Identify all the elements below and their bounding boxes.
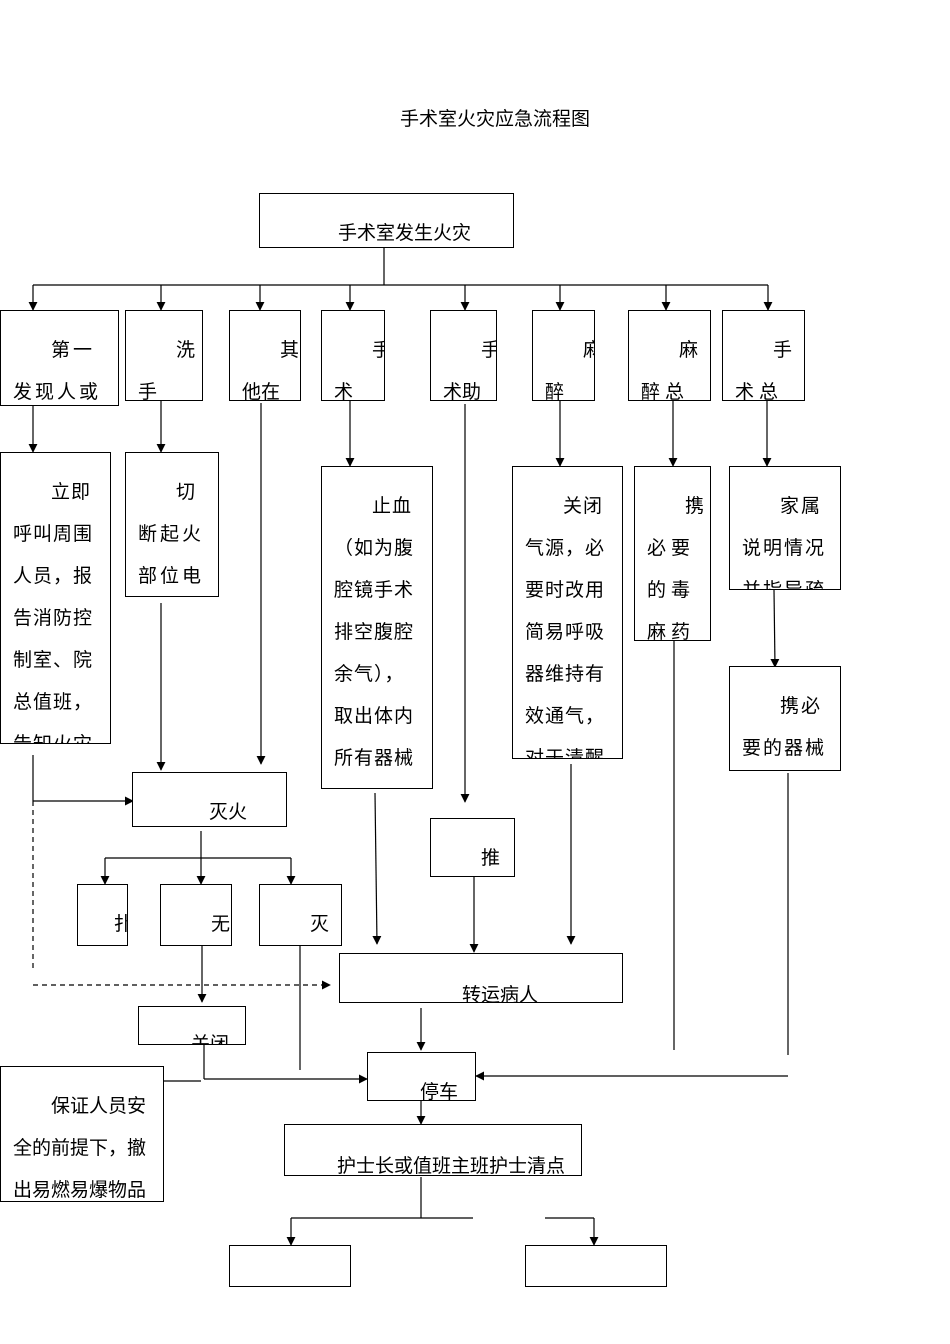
- node-branch-1-label: 扑: [114, 909, 127, 939]
- node-push-label: 推: [481, 847, 501, 869]
- node-branch-1: 扑: [77, 884, 128, 946]
- node-scrub-nurse: 洗手: [125, 310, 203, 401]
- node-head-nurse-count: 护士长或值班主班护士清点: [284, 1124, 582, 1176]
- node-surgical-assistant-label: 手术助: [443, 339, 496, 401]
- node-push: 推: [430, 818, 515, 877]
- node-bottom-right: [525, 1245, 667, 1287]
- node-anesthesiologist-label: 麻醉: [545, 339, 594, 401]
- node-carry-devices-label: 携必要的器械: [742, 695, 827, 759]
- node-carry-drugs-label: 携必要的毒麻药: [647, 495, 710, 641]
- node-family-explain: 家属说明情况并指导疏: [729, 466, 841, 590]
- node-remove-flammables-label: 保证人员安全的前提下，撤出易燃易爆物品: [13, 1095, 147, 1201]
- page-title: 手术室火灾应急流程图: [399, 108, 590, 130]
- node-cut-power: 切断起火部位电: [125, 452, 219, 597]
- node-family-explain-label: 家属说明情况并指导疏: [742, 495, 827, 590]
- node-stop-area-label: 停车: [420, 1081, 459, 1101]
- node-surgeon: 手术: [321, 310, 385, 401]
- node-anesthesia-nurse: 麻醉总: [628, 310, 711, 401]
- node-call-report-label: 立即呼叫周围人员，报告消防控制室、院总值班，告知火灾: [13, 481, 94, 744]
- node-carry-devices: 携必要的器械: [729, 666, 841, 771]
- node-cut-power-label: 切断起火部位电: [138, 481, 205, 587]
- node-surgeon-label: 手术: [334, 339, 384, 401]
- node-branch-3-label: 灭: [310, 913, 330, 935]
- node-fire-occurs: 手术室发生火灾: [259, 193, 514, 248]
- node-call-report: 立即呼叫周围人员，报告消防控制室、院总值班，告知火灾: [0, 452, 111, 744]
- node-extinguish: 灭火: [132, 772, 287, 827]
- node-transfer-patient: 转运病人: [339, 953, 623, 1003]
- node-first-finder-label: 第一发现人或: [13, 339, 102, 403]
- node-transfer-patient-label: 转运病人: [462, 984, 539, 1003]
- node-scrub-nurse-label: 洗手: [138, 339, 196, 401]
- node-other-staff: 其他在: [229, 310, 301, 401]
- arrow-stop-transfer: [372, 792, 382, 945]
- node-extinguish-label: 灭火: [209, 801, 248, 823]
- node-stop-bleeding: 止血（如为腹腔镜手术排空腹腔余气），取出体内所有器械: [321, 466, 433, 789]
- node-anesthesiologist: 麻醉: [532, 310, 595, 401]
- node-close-gas-label: 关闭气源，必要时改用简易呼吸器维持有效通气，对于清醒: [525, 495, 606, 759]
- node-circulating-nurse: 手术总: [722, 310, 805, 401]
- node-anesthesia-nurse-label: 麻醉总: [641, 339, 704, 401]
- node-branch-4-label: 关闭: [191, 1033, 230, 1045]
- node-fire-occurs-label: 手术室发生火灾: [338, 222, 472, 244]
- node-remove-flammables: 保证人员安全的前提下，撤出易燃易爆物品: [0, 1066, 164, 1202]
- node-stop-area: 停车: [367, 1052, 476, 1101]
- node-surgical-assistant: 手术助: [430, 310, 497, 401]
- node-close-gas: 关闭气源，必要时改用简易呼吸器维持有效通气，对于清醒: [512, 466, 623, 759]
- node-branch-2-label: 无: [211, 913, 231, 935]
- node-branch-3: 灭: [259, 884, 342, 946]
- node-head-nurse-count-label: 护士长或值班主班护士清点: [337, 1155, 566, 1176]
- node-stop-bleeding-label: 止血（如为腹腔镜手术排空腹腔余气），取出体内所有器械: [334, 495, 415, 769]
- node-first-finder: 第一发现人或: [0, 310, 119, 406]
- arrow-family-device: [770, 589, 780, 668]
- node-carry-drugs: 携必要的毒麻药: [634, 466, 711, 641]
- node-branch-4: 关闭: [138, 1006, 246, 1045]
- node-branch-2: 无: [160, 884, 232, 946]
- node-circulating-nurse-label: 手术总: [735, 339, 798, 401]
- node-bottom-left: [229, 1245, 351, 1287]
- node-other-staff-label: 其他在: [242, 339, 300, 401]
